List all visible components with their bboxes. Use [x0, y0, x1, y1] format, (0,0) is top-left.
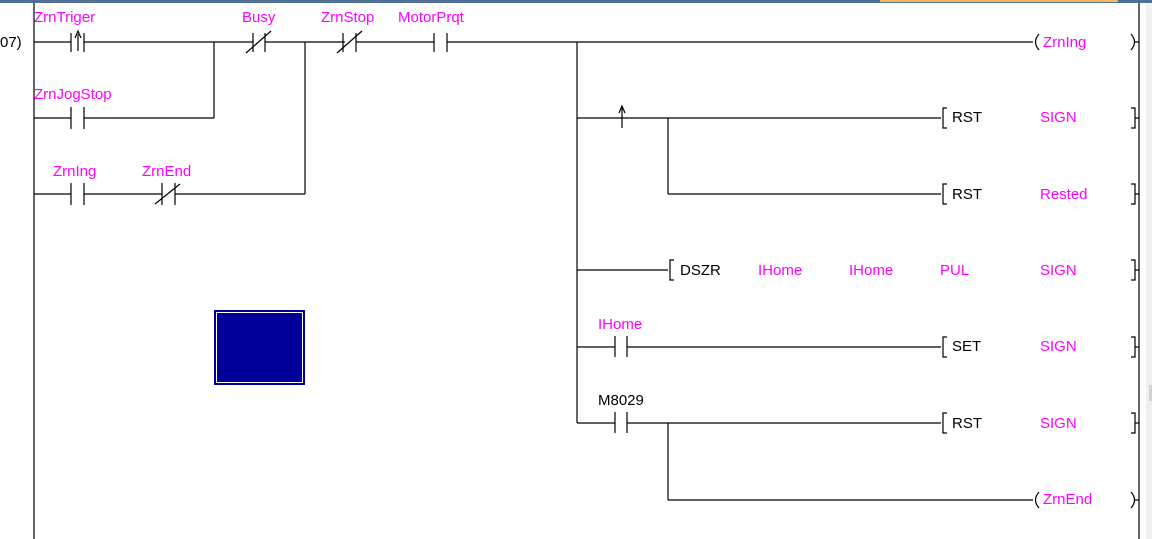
step-number: 07) [0, 34, 22, 51]
instruction-op: RST [952, 186, 982, 203]
contact-label: ZrnStop [321, 9, 374, 26]
rising-edge-arrowhead-icon [74, 29, 82, 39]
contact-label: ZrnEnd [142, 163, 191, 180]
instruction-rst-sign-2[interactable]: RST SIGN [942, 412, 1139, 434]
editor-cursor-border [216, 312, 303, 383]
nc-slash-icon [245, 30, 272, 54]
instruction-op: DSZR [680, 262, 721, 279]
contact-label: ZrnTriger [34, 9, 95, 26]
contact-m8029[interactable]: M8029 [577, 392, 941, 433]
contact-label: M8029 [598, 392, 644, 409]
contact-motorprqt[interactable]: MotorPrqt [398, 9, 1033, 52]
contact-label: ZrnIng [53, 163, 96, 180]
active-tab-indicator [880, 0, 1118, 2]
instruction-op: SET [952, 338, 981, 355]
vertical-scrollbar[interactable] [1146, 3, 1152, 539]
rising-edge-arrowhead-icon [618, 104, 626, 114]
instruction-op: RST [952, 109, 982, 126]
instruction-arg: SIGN [1040, 415, 1077, 432]
instruction-arg: SIGN [1040, 338, 1077, 355]
contact-label: MotorPrqt [398, 9, 465, 26]
window-title-bar-edge [0, 0, 1152, 3]
instruction-rst-sign-1[interactable]: RST SIGN [942, 107, 1139, 129]
instruction-set-sign[interactable]: SET SIGN [942, 336, 1139, 358]
contact-zrntriger[interactable]: ZrnTriger [34, 9, 214, 52]
editor-cursor[interactable] [214, 310, 305, 385]
contact-busy[interactable]: Busy [214, 9, 345, 54]
contact-ihome[interactable]: IHome [577, 316, 941, 357]
instruction-arg: IHome [849, 262, 893, 279]
instruction-arg: PUL [940, 262, 969, 279]
coil-device: ZrnIng [1043, 34, 1086, 51]
instruction-arg: SIGN [1040, 262, 1077, 279]
instruction-arg: Rested [1040, 186, 1088, 203]
instruction-arg: SIGN [1040, 109, 1077, 126]
contact-label: ZrnJogStop [34, 86, 112, 103]
nc-slash-icon [336, 30, 363, 54]
rising-edge-pulse[interactable] [618, 104, 626, 128]
contact-zrnjogstop[interactable]: ZrnJogStop [34, 42, 215, 129]
instruction-arg: IHome [758, 262, 802, 279]
coil-device: ZrnEnd [1043, 491, 1092, 508]
contact-label: IHome [598, 316, 642, 333]
contact-label: Busy [242, 9, 276, 26]
scrollbar-thumb[interactable] [1149, 385, 1152, 401]
contact-zrnstop[interactable]: ZrnStop [321, 9, 434, 54]
nc-slash-icon [154, 183, 181, 205]
coil-zrnend[interactable]: ZrnEnd [1034, 491, 1136, 509]
coil-zrning[interactable]: ZrnIng [1034, 33, 1136, 51]
instruction-dszr[interactable]: DSZR IHome IHome PUL SIGN [669, 259, 1139, 281]
instruction-op: RST [952, 415, 982, 432]
instruction-rst-rested[interactable]: RST Rested [942, 183, 1139, 205]
contact-zrning[interactable]: ZrnIng [34, 163, 162, 205]
contact-zrnend-nc[interactable]: ZrnEnd [142, 42, 306, 205]
